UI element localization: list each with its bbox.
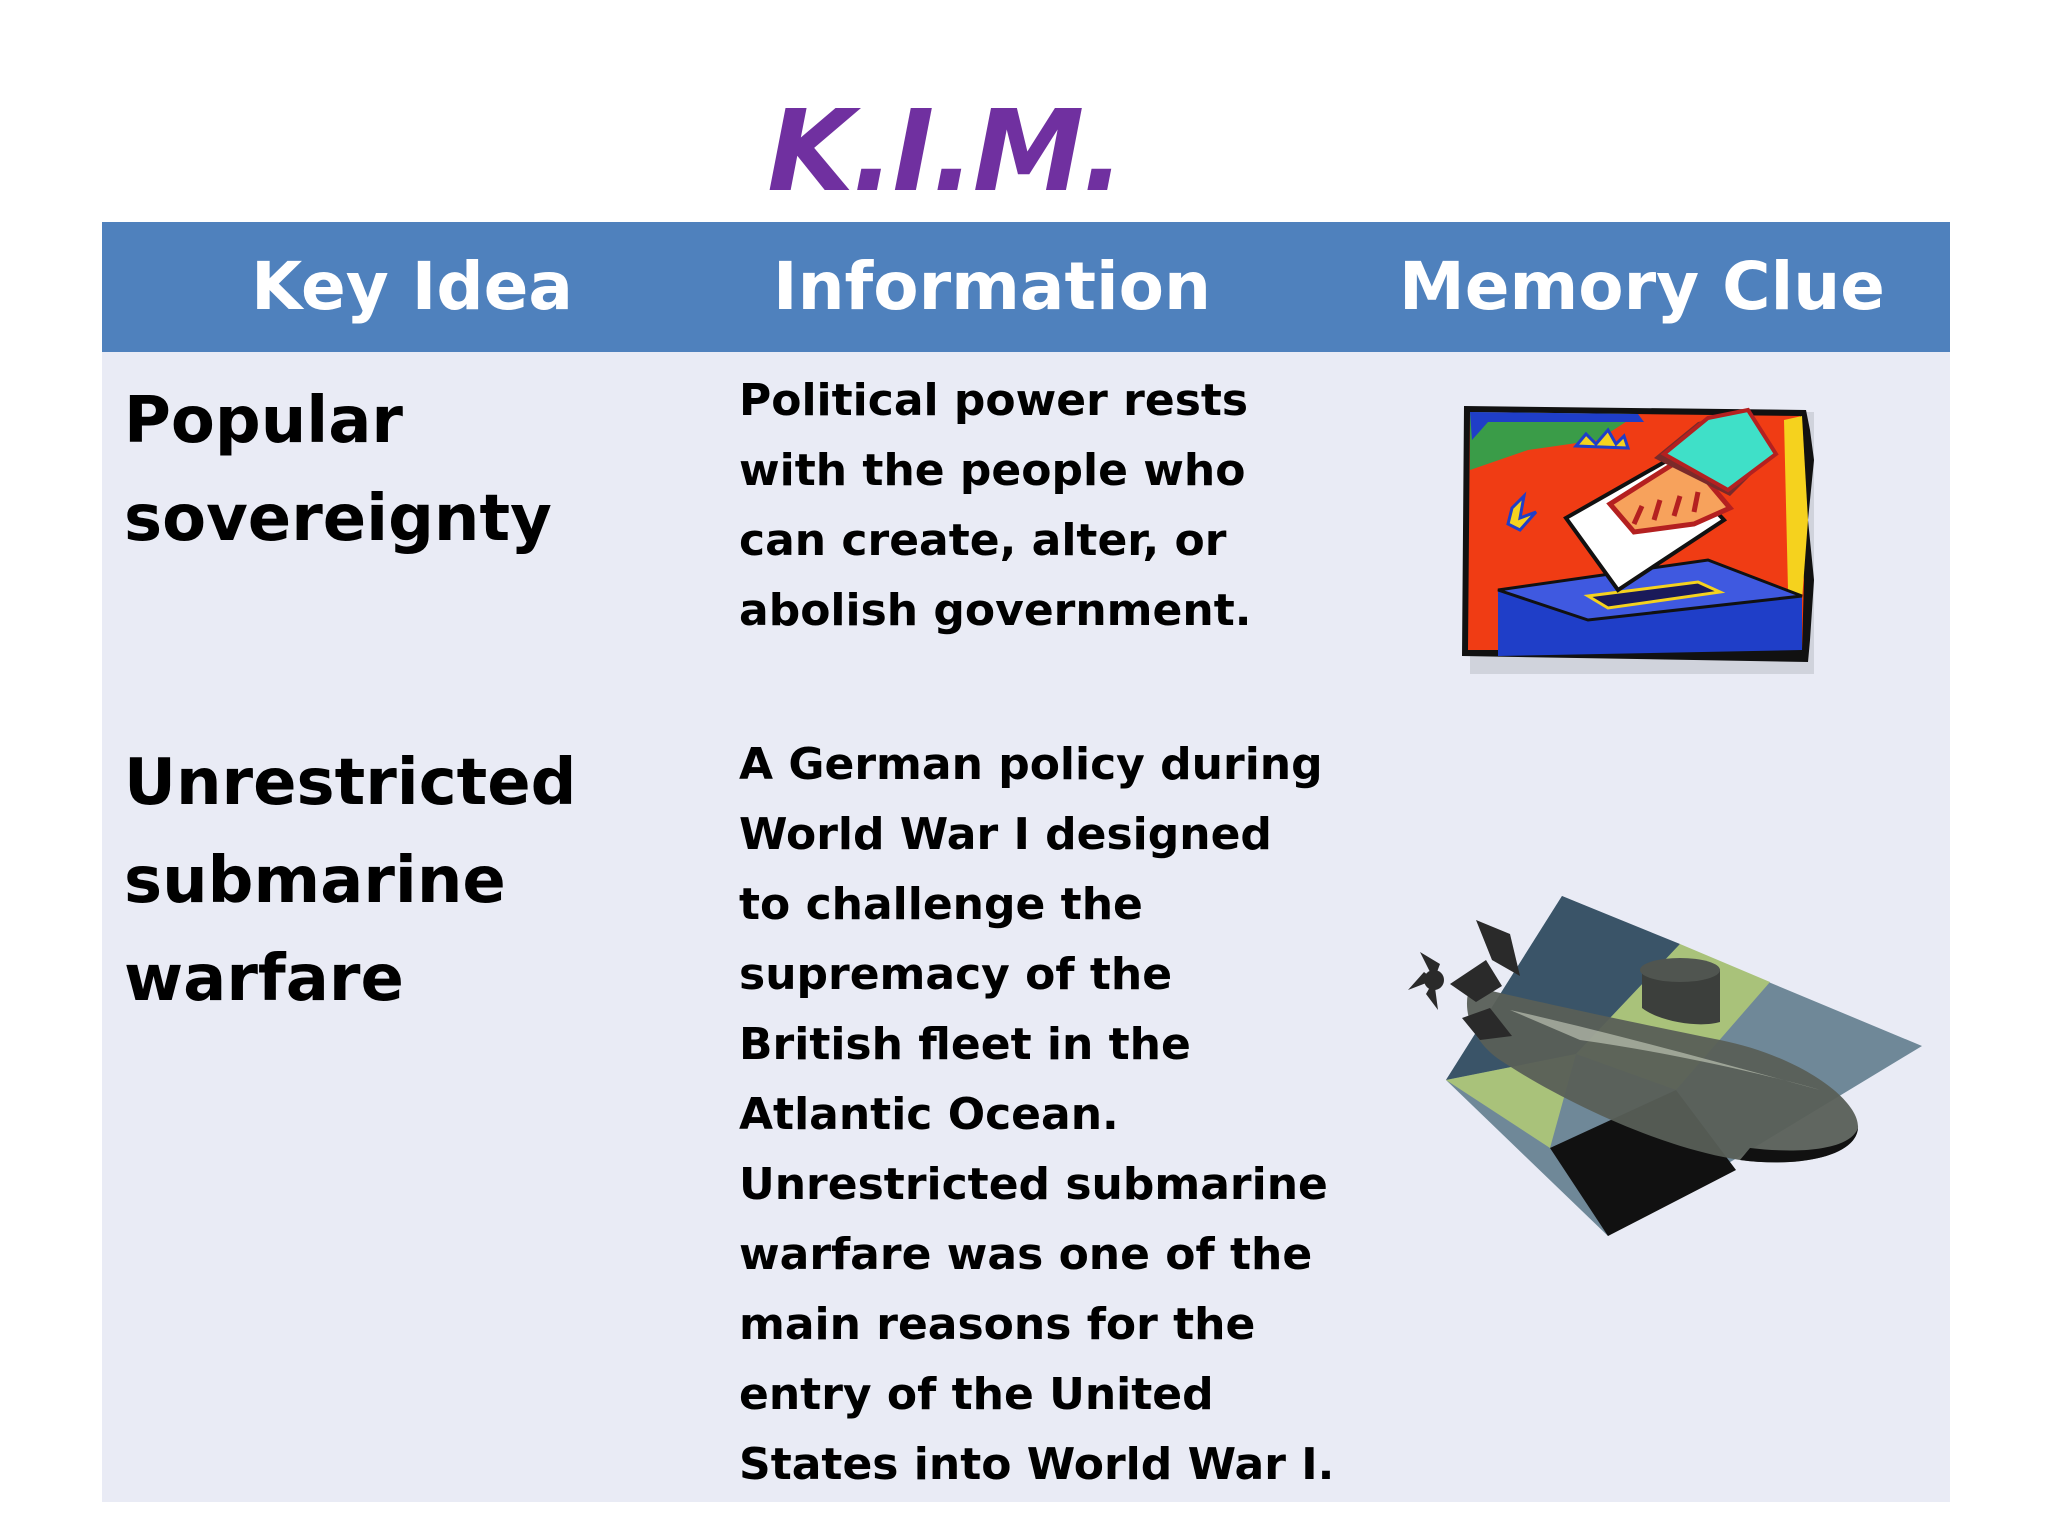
info-line: to challenge the <box>739 879 1143 930</box>
row-1-key-idea: Popular sovereignty <box>124 372 552 568</box>
row-1-information: Political power rests with the people wh… <box>739 366 1251 646</box>
header-memory-clue: Memory Clue <box>1399 248 1885 325</box>
key-idea-line: submarine <box>124 844 506 918</box>
key-idea-line: Unrestricted <box>124 746 577 820</box>
info-line: British fleet in the <box>739 1019 1191 1070</box>
info-line: supremacy of the <box>739 949 1173 1000</box>
info-line: with the people who <box>739 445 1246 496</box>
kim-table: Key Idea Information Memory Clue Popular… <box>102 222 1950 1502</box>
info-line: entry of the United <box>739 1369 1214 1420</box>
header-key-idea: Key Idea <box>251 248 573 325</box>
key-idea-line: warfare <box>124 942 404 1016</box>
info-line: Political power rests <box>739 375 1249 426</box>
info-line: warfare was one of the <box>739 1229 1313 1280</box>
ballot-box-clipart-icon <box>1458 400 1828 680</box>
info-line: Unrestricted submarine <box>739 1159 1328 1210</box>
info-line: World War I designed <box>739 809 1272 860</box>
submarine-clipart-icon <box>1380 890 1940 1250</box>
info-line: A German policy during <box>739 739 1323 790</box>
info-line: Atlantic Ocean. <box>739 1089 1119 1140</box>
table-header: Key Idea Information Memory Clue <box>102 222 1950 352</box>
row-2-information: A German policy during World War I desig… <box>739 730 1334 1500</box>
info-line: States into World War I. <box>739 1439 1335 1490</box>
info-line: main reasons for the <box>739 1299 1256 1350</box>
header-information: Information <box>773 248 1211 325</box>
key-idea-line: Popular <box>124 384 403 458</box>
key-idea-line: sovereignty <box>124 482 552 556</box>
slide-title: K.I.M. <box>767 87 1125 217</box>
info-line: can create, alter, or <box>739 515 1227 566</box>
info-line: abolish government. <box>739 585 1252 636</box>
row-2-key-idea: Unrestricted submarine warfare <box>124 734 576 1028</box>
